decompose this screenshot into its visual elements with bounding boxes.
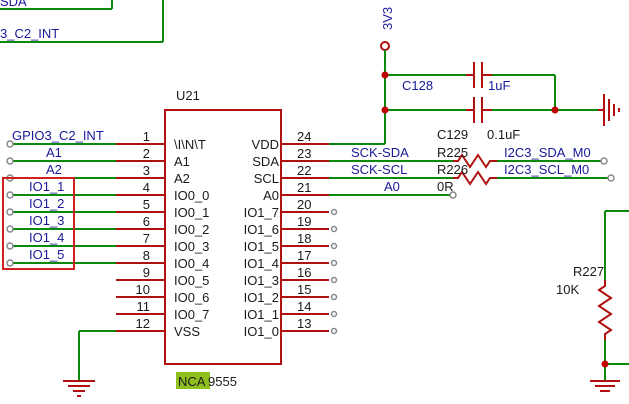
ic-left-pin-name: IO0_2 xyxy=(174,222,209,237)
ic-left-pin-number: 2 xyxy=(143,146,150,161)
cap-c129-value: 0.1uF xyxy=(487,127,520,142)
vss-ground xyxy=(63,330,116,397)
power-port-circle xyxy=(380,41,390,51)
net-label-top-sda: SDA xyxy=(0,0,27,9)
ic-left-pin-number: 1 xyxy=(143,129,150,144)
net-label-sck-sda: SCK-SDA xyxy=(351,145,409,160)
ic-part-highlight: NCA xyxy=(178,374,206,389)
ic-right-pin-nc-end xyxy=(330,293,338,301)
cap-c129-ref: C129 xyxy=(437,127,468,142)
ic-right-pin-nc-end xyxy=(330,225,338,233)
ic-right-pin-nc-end xyxy=(330,276,338,284)
io-selection-box xyxy=(2,177,75,270)
ic-right-pin-name: IO1_6 xyxy=(244,222,279,237)
left-net-labels: GPIO3_C2_INT A1 A2 IO1_1 IO1_2 IO1_3 IO1… xyxy=(2,128,104,270)
net-label-io1-2: IO1_2 xyxy=(29,196,64,211)
res-r226-ref: R226 xyxy=(437,162,468,177)
ic-right-pin-name: IO1_7 xyxy=(244,205,279,220)
ic-left-pin-number: 11 xyxy=(137,299,151,314)
net-label-sck-scl: SCK-SCL xyxy=(351,162,407,177)
net-label-a0: A0 xyxy=(384,179,400,194)
ic-right-pin-name: VDD xyxy=(252,137,279,152)
ic-right-pin-name: SDA xyxy=(252,154,279,169)
ic-left-pin-number: 7 xyxy=(143,231,150,246)
ic-right-pin-number: 14 xyxy=(297,299,311,314)
ic-right-pin-number: 24 xyxy=(297,129,311,144)
ic-right-pin-name: IO1_2 xyxy=(244,290,279,305)
net-label-io1-3: IO1_3 xyxy=(29,213,64,228)
power-rail-label: 3V3 xyxy=(380,7,395,30)
ic-left-pin-number: 3 xyxy=(143,163,150,178)
ic-right-pin-number: 22 xyxy=(297,163,311,178)
ic-left-pin-name: IO0_6 xyxy=(174,290,209,305)
ic-right-pin-nc-end xyxy=(330,259,338,267)
ic-left-pin-number: 8 xyxy=(143,248,150,263)
ic-reference: U21 xyxy=(176,88,200,103)
net-label-top-int: 3_C2_INT xyxy=(0,26,59,41)
ic-left-pin-number: 10 xyxy=(136,282,150,297)
res-r225-ref: R225 xyxy=(437,145,468,160)
net-label-io1-5: IO1_5 xyxy=(29,247,64,262)
ic-left-pin-number: 12 xyxy=(136,316,150,331)
ic-right-pin-number: 17 xyxy=(297,248,311,263)
ic-left-pin-name: IO0_3 xyxy=(174,239,209,254)
ic-left-pin-name: \I\N\T xyxy=(174,137,206,152)
ic-right-pin-number: 19 xyxy=(297,214,311,229)
ic-left-pin-name: IO0_0 xyxy=(174,188,209,203)
res-r227-ref: R227 xyxy=(573,264,604,279)
net-label-a2: A2 xyxy=(46,162,62,177)
ic-left-pin-name: VSS xyxy=(174,324,200,339)
net-label-io1-4: IO1_4 xyxy=(29,230,64,245)
cap-c128-ref: C128 xyxy=(402,78,433,93)
res-r227-value: 10K xyxy=(556,282,579,297)
ic-right-pin-name: IO1_1 xyxy=(244,307,279,322)
ic-left-pin-number: 4 xyxy=(143,180,150,195)
ic-left-pin-name: IO0_5 xyxy=(174,273,209,288)
ic-right-pin-number: 18 xyxy=(297,231,311,246)
ic-left-pin-name: A2 xyxy=(174,171,190,186)
ic-right-pin-name: IO1_4 xyxy=(244,256,279,271)
ic-right-pin-number: 23 xyxy=(297,146,311,161)
ic-u21[interactable]: U21 NCA 9555 1\I\N\T2A13A24IO0_05IO0_16I… xyxy=(116,88,338,389)
ic-right-pin-number: 21 xyxy=(297,180,311,195)
ic-body xyxy=(164,109,282,365)
ic-right-pin-name: SCL xyxy=(254,171,279,186)
ic-right-pin-number: 15 xyxy=(297,282,311,297)
ic-left-pin-name: IO0_7 xyxy=(174,307,209,322)
ic-right-pin-name: A0 xyxy=(263,188,279,203)
ic-left-pin-name: IO0_4 xyxy=(174,256,209,271)
power-decoupling: 3V3 C128 1uF C129 0.1uF xyxy=(329,7,620,145)
ic-right-pin-number: 13 xyxy=(297,316,311,331)
res-r226-value: 0R xyxy=(437,179,454,194)
ic-right-pin-nc-end xyxy=(330,327,338,335)
ic-right-pin-name: IO1_3 xyxy=(244,273,279,288)
net-label-gpio3-int: GPIO3_C2_INT xyxy=(12,128,104,143)
ic-right-pin-name: IO1_0 xyxy=(244,324,279,339)
ic-left-pin-number: 6 xyxy=(143,214,150,229)
cap-c128-value: 1uF xyxy=(488,78,510,93)
ic-right-pin-nc-end xyxy=(330,310,338,318)
part-highlight-box xyxy=(176,372,210,389)
ic-right-pin-nc-end xyxy=(330,208,338,216)
res-r227: R227 10K xyxy=(556,210,629,392)
net-label-i2c3-sda: I2C3_SDA_M0 xyxy=(504,145,591,160)
i2c-series-resistors: SCK-SDA SCK-SCL A0 R225 R226 0R I2C3_SDA… xyxy=(329,145,615,199)
net-label-i2c3-scl: I2C3_SCL_M0 xyxy=(504,162,589,177)
ic-left-pin-number: 5 xyxy=(143,197,150,212)
net-label-a1: A1 xyxy=(46,145,62,160)
ic-right-pin-number: 16 xyxy=(297,265,311,280)
ic-left-pin-name: A1 xyxy=(174,154,190,169)
top-left-nets: SDA 3_C2_INT xyxy=(0,0,164,43)
ic-part-number: 9555 xyxy=(208,374,237,389)
net-label-io1-1: IO1_1 xyxy=(29,179,64,194)
ic-right-pin-number: 20 xyxy=(297,197,311,212)
ic-right-pin-name: IO1_5 xyxy=(244,239,279,254)
ic-right-pin-nc-end xyxy=(330,242,338,250)
ic-left-pin-name: IO0_1 xyxy=(174,205,209,220)
ic-left-pin-number: 9 xyxy=(143,265,150,280)
